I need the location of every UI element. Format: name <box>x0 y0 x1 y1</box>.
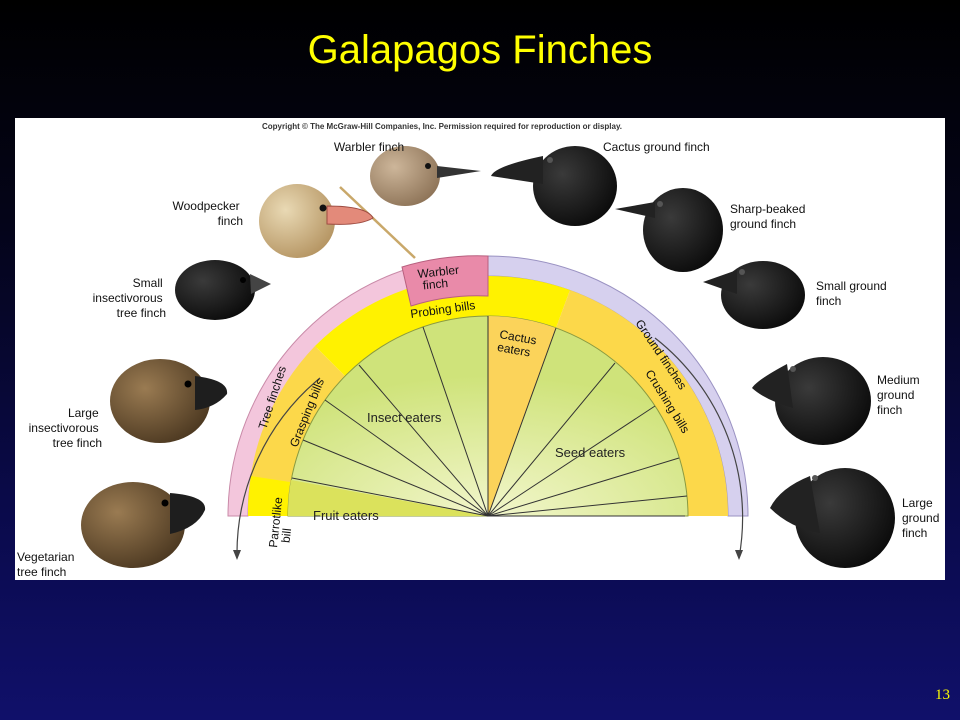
large-insectivorous-tree-finch-label: Large insectivorous tree finch <box>29 406 102 450</box>
vegetarian-tree-finch-head <box>81 482 206 568</box>
cactus-ground-finch-head <box>491 146 617 226</box>
medium-ground-finch-label: Medium ground finch <box>877 373 923 417</box>
finch-diagram-svg: Copyright © The McGraw-Hill Companies, I… <box>17 122 943 579</box>
warbler-finch-label: Warbler finch <box>334 140 404 154</box>
insect-eaters-label: Insect eaters <box>367 410 442 425</box>
radial-divider-lines <box>291 316 688 517</box>
finch-diagram: Copyright © The McGraw-Hill Companies, I… <box>15 118 945 580</box>
sharp-beaked-ground-finch-label: Sharp-beaked ground finch <box>730 202 809 231</box>
parrotlike-bill-label: Parrotlike bill <box>266 493 298 549</box>
fruit-eaters-label: Fruit eaters <box>313 508 379 523</box>
large-insectivorous-tree-finch-head <box>110 359 228 443</box>
small-insectivorous-tree-finch-label: Small insectivorous tree finch <box>93 276 166 320</box>
ground-finches-arrow <box>654 337 744 559</box>
cactus-eaters-area <box>488 316 556 516</box>
probing-bills-band <box>315 275 488 376</box>
slide-number: 13 <box>935 687 950 703</box>
tree-finches-arrowhead <box>233 550 241 560</box>
sharp-beaked-ground-finch-head <box>615 188 723 272</box>
cactus-ground-finch-label: Cactus ground finch <box>603 140 710 154</box>
seed-eaters-label: Seed eaters <box>555 445 626 460</box>
medium-ground-finch-head <box>752 357 871 445</box>
small-ground-finch-label: Small ground finch <box>816 279 890 308</box>
slide-title: Galapagos Finches <box>307 28 653 72</box>
woodpecker-stick-tool <box>339 186 416 259</box>
cactus-eaters-label: Cactus eaters <box>496 327 541 361</box>
parrotlike-bill-band <box>247 476 290 516</box>
warbler-finch-head <box>370 146 481 206</box>
cactus-bills-band <box>488 275 570 328</box>
tree-finches-arrow <box>236 377 321 559</box>
warbler-finch-box-label: Warbler finch <box>417 262 464 293</box>
warbler-finch-box <box>401 255 489 307</box>
woodpecker-finch-head <box>259 184 374 258</box>
ground-finches-arrowhead <box>735 550 743 560</box>
fruit-eaters-area <box>287 480 488 516</box>
copyright-notice: Copyright © The McGraw-Hill Companies, I… <box>262 122 622 131</box>
small-ground-finch-head <box>703 261 805 329</box>
vegetarian-tree-finch-label: Vegetarian tree finch <box>17 550 78 579</box>
grasping-bills-band <box>247 346 345 516</box>
crushing-bills-band <box>556 290 729 516</box>
small-insectivorous-tree-finch-head <box>175 260 271 320</box>
large-ground-finch-head <box>770 468 895 568</box>
woodpecker-finch-label: Woodpecker finch <box>173 199 244 228</box>
large-ground-finch-label: Large ground finch <box>902 496 943 540</box>
